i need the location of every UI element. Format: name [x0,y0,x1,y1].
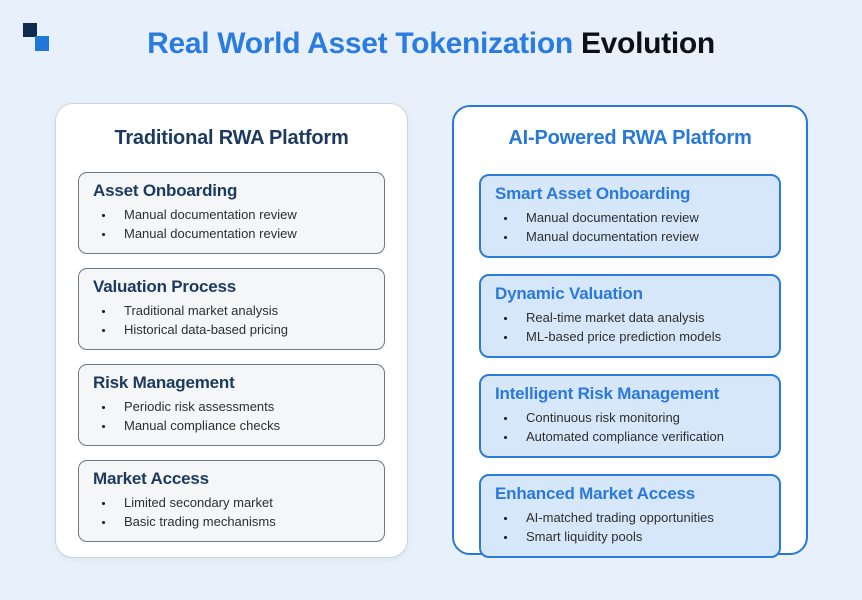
card-bullet-list: Real-time market data analysis ML-based … [495,308,765,346]
card-enhanced-market-access: Enhanced Market Access AI-matched tradin… [479,474,781,558]
card-title: Risk Management [93,373,235,392]
card-title: Valuation Process [93,277,237,296]
bullet-item: ML-based price prediction models [517,327,765,346]
brand-logo [0,0,60,60]
card-intelligent-risk-management: Intelligent Risk Management Continuous r… [479,374,781,458]
card-bullet-list: Limited secondary market Basic trading m… [93,493,370,531]
card-bullet-list: Manual documentation review Manual docum… [495,208,765,246]
panel-ai-powered-rwa: AI-Powered RWA Platform Smart Asset Onbo… [452,105,808,558]
bullet-item: Periodic risk assessments [115,397,370,416]
card-bullet-list: Traditional market analysis Historical d… [93,301,370,339]
bullet-item: Basic trading mechanisms [115,512,370,531]
card-bullet-list: Manual documentation review Manual docum… [93,205,370,243]
bullet-item: Manual documentation review [517,227,765,246]
card-title: Enhanced Market Access [495,484,696,503]
page-title-accent: Real World Asset Tokenization [147,27,573,60]
card-dynamic-valuation: Dynamic Valuation Real-time market data … [479,274,781,358]
card-risk-management: Risk Management Periodic risk assessment… [78,364,385,446]
card-title: Asset Onboarding [93,181,238,200]
page-title-rest: Evolution [580,27,715,60]
bullet-item: Limited secondary market [115,493,370,512]
card-title: Market Access [93,469,209,488]
logo-square-dark-icon [23,23,37,37]
bullet-item: Manual compliance checks [115,416,370,435]
card-bullet-list: Continuous risk monitoring Automated com… [495,408,765,446]
panel-traditional-header: Traditional RWA Platform [114,127,349,149]
card-title: Intelligent Risk Management [495,384,720,403]
card-title: Smart Asset Onboarding [495,184,691,203]
bullet-item: Manual documentation review [115,205,370,224]
card-asset-onboarding: Asset Onboarding Manual documentation re… [78,172,385,254]
card-bullet-list: Periodic risk assessments Manual complia… [93,397,370,435]
bullet-item: Automated compliance verification [517,427,765,446]
card-valuation-process: Valuation Process Traditional market ana… [78,268,385,350]
bullet-item: AI-matched trading opportunities [517,508,765,527]
card-bullet-list: AI-matched trading opportunities Smart l… [495,508,765,546]
logo-square-blue-icon [35,36,49,51]
bullet-item: Real-time market data analysis [517,308,765,327]
panel-traditional-rwa: Traditional RWA Platform Asset Onboardin… [55,103,408,558]
bullet-item: Traditional market analysis [115,301,370,320]
page-title: Real World Asset Tokenization Evolution [0,26,862,62]
bullet-item: Continuous risk monitoring [517,408,765,427]
card-smart-asset-onboarding: Smart Asset Onboarding Manual documentat… [479,174,781,258]
card-title: Dynamic Valuation [495,284,643,303]
bullet-item: Historical data-based pricing [115,320,370,339]
bullet-item: Smart liquidity pools [517,527,765,546]
panel-ai-header: AI-Powered RWA Platform [508,127,752,149]
card-market-access: Market Access Limited secondary market B… [78,460,385,542]
bullet-item: Manual documentation review [115,224,370,243]
bullet-item: Manual documentation review [517,208,765,227]
